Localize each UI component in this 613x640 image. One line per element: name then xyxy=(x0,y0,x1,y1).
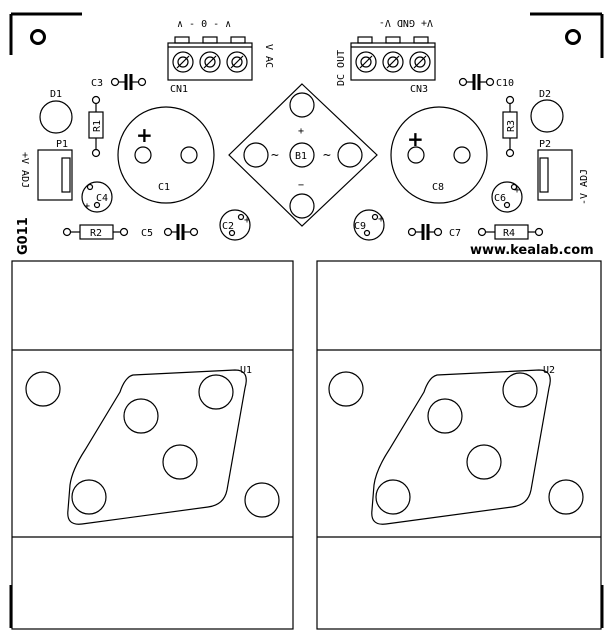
resistor-r1 xyxy=(88,95,104,158)
b1-minus: − xyxy=(298,180,304,191)
capacitor-c5 xyxy=(163,224,199,240)
cn1-pin-labels: ∧ - 0 - ∧ xyxy=(177,19,231,30)
connector-cn3 xyxy=(350,36,436,81)
regulator-u2 xyxy=(328,369,584,525)
mounting-hole-right xyxy=(565,29,581,45)
p1-function: +V ADJ xyxy=(19,152,30,188)
cn3-ref: CN3 xyxy=(410,84,428,95)
connector-cn1 xyxy=(167,36,253,81)
p1-label: P1 xyxy=(56,139,68,150)
resistor-r2 xyxy=(62,224,129,240)
cn1-ref: CN1 xyxy=(170,84,188,95)
capacitor-c9 xyxy=(353,209,385,241)
c10-label: C10 xyxy=(496,78,514,89)
d1-label: D1 xyxy=(50,89,62,100)
p2-label: P2 xyxy=(539,139,551,150)
r1-label: R1 xyxy=(92,120,103,132)
capacitor-c1 xyxy=(117,106,215,204)
website-label: www.kealab.com xyxy=(470,243,594,258)
p2-function: -V ADJ xyxy=(579,169,590,205)
c2-plus: + xyxy=(244,215,250,226)
capacitor-c8 xyxy=(390,106,488,204)
capacitor-c10 xyxy=(458,74,495,90)
b1-ac-left: ~ xyxy=(271,148,279,163)
d2-label: D2 xyxy=(539,89,551,100)
board-id: G011 xyxy=(16,217,31,255)
c4-label: C4 xyxy=(96,193,108,204)
c4-plus: + xyxy=(84,201,90,212)
mounting-hole-left xyxy=(30,29,46,45)
c2-label: C2 xyxy=(222,221,234,232)
r3-label: R3 xyxy=(506,120,517,132)
u2-label: U2 xyxy=(543,365,555,376)
c3-label: C3 xyxy=(91,78,103,89)
capacitor-c4 xyxy=(81,181,113,213)
bridge-rectifier-b1 xyxy=(228,83,378,227)
capacitor-c2 xyxy=(219,209,251,241)
capacitor-c6 xyxy=(491,181,523,213)
cn3-side-label: DC OUT xyxy=(336,50,347,86)
u1-label: U1 xyxy=(240,365,252,376)
regulator-u1 xyxy=(25,369,280,525)
corner-marks xyxy=(9,12,604,628)
resistor-r3 xyxy=(502,95,518,158)
r2-label: R2 xyxy=(90,228,102,239)
capacitor-c7 xyxy=(407,224,443,240)
b1-plus: + xyxy=(298,126,304,137)
cn3-pin-labels: V+ GND V- xyxy=(379,17,433,28)
c9-plus: + xyxy=(378,214,384,225)
heatsink-pad-left xyxy=(11,260,294,630)
c1-label: C1 xyxy=(158,182,170,193)
b1-label: B1 xyxy=(295,151,307,162)
b1-ac-right: ~ xyxy=(323,148,331,163)
c8-plus: + xyxy=(407,127,424,151)
c8-label: C8 xyxy=(432,182,444,193)
c1-plus: + xyxy=(136,123,153,147)
c6-label: C6 xyxy=(494,193,506,204)
cn1-side-label: V AC xyxy=(263,44,274,68)
c9-label: C9 xyxy=(354,221,366,232)
c6-plus: + xyxy=(514,185,520,196)
r4-label: R4 xyxy=(503,228,515,239)
diode-d2 xyxy=(530,99,564,133)
resistor-r4 xyxy=(477,224,544,240)
c7-label: C7 xyxy=(449,228,461,239)
pot-p1 xyxy=(37,149,73,201)
diode-d1 xyxy=(39,100,73,134)
pot-p2 xyxy=(537,149,573,201)
capacitor-c3 xyxy=(110,74,147,90)
c5-label: C5 xyxy=(141,228,153,239)
heatsink-pad-right xyxy=(316,260,602,630)
